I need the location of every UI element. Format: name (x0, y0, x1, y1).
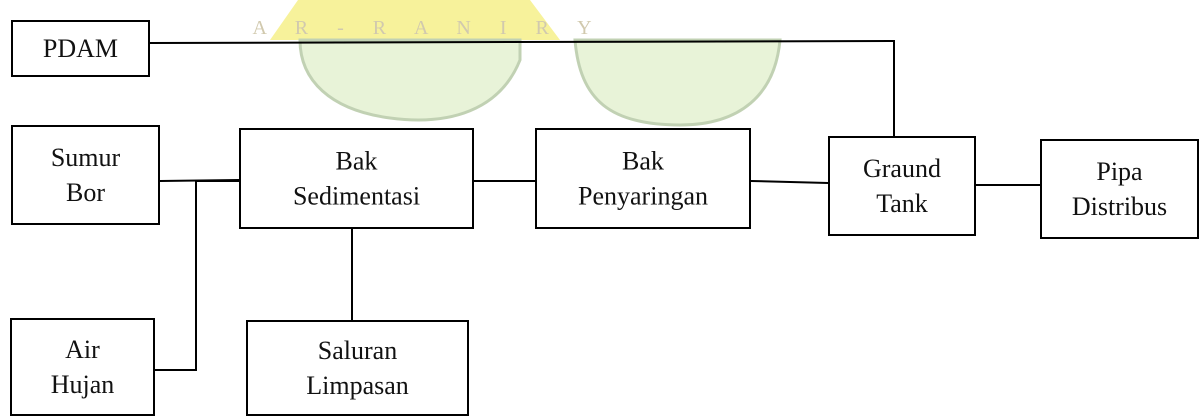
node-label-air-hujan-line-1: Air (65, 335, 100, 364)
edge-bak-penyaringan-to-graund-tank (750, 180, 829, 184)
edge-pdam-to-graund-tank (149, 39, 895, 136)
node-label-air-hujan-line-2: Hujan (51, 370, 115, 399)
node-box-graund-tank (828, 136, 976, 236)
node-label-saluran-limpasan-line-1: Saluran (318, 336, 397, 365)
node-box-bak-sedimentasi (239, 128, 474, 229)
node-box-pdam (11, 20, 150, 77)
node-box-pipa-distribus (1040, 139, 1199, 239)
node-label-pipa-distribus-line-2: Distribus (1072, 192, 1167, 221)
node-label-graund-tank-line-1: Graund (863, 154, 941, 183)
node-box-bak-penyaringan (535, 128, 751, 229)
node-box-sumur-bor (11, 125, 160, 225)
watermark-text: A R - R A N I R Y (252, 17, 603, 39)
node-label-pdam-line-1: PDAM (43, 34, 118, 63)
watermark-yellow-shape (270, 0, 560, 40)
node-label-bak-sedimentasi-line-2: Sedimentasi (293, 182, 420, 211)
watermark-logo: A R - R A N I R Y (252, 0, 782, 127)
edge-air-hujan-to-bak-sedimentasi (155, 180, 239, 371)
node-label-saluran-limpasan-line-2: Limpasan (306, 371, 409, 400)
watermark-green-left (298, 38, 522, 122)
node-label-bak-penyaringan-line-1: Bak (622, 147, 664, 176)
edges-layer (149, 39, 1040, 371)
node-box-saluran-limpasan (246, 320, 469, 416)
node-label-sumur-bor-line-2: Bor (66, 178, 105, 207)
node-box-air-hujan (10, 318, 155, 416)
node-label-graund-tank-line-2: Tank (876, 189, 928, 218)
node-label-bak-penyaringan-line-2: Penyaringan (578, 182, 708, 211)
watermark-green-right (573, 38, 782, 127)
node-pdam: PDAM (11, 20, 150, 77)
node-label-sumur-bor-line-1: Sumur (51, 143, 121, 172)
node-label-pipa-distribus-line-1: Pipa (1096, 157, 1143, 186)
node-label-bak-sedimentasi-line-1: Bak (336, 147, 378, 176)
